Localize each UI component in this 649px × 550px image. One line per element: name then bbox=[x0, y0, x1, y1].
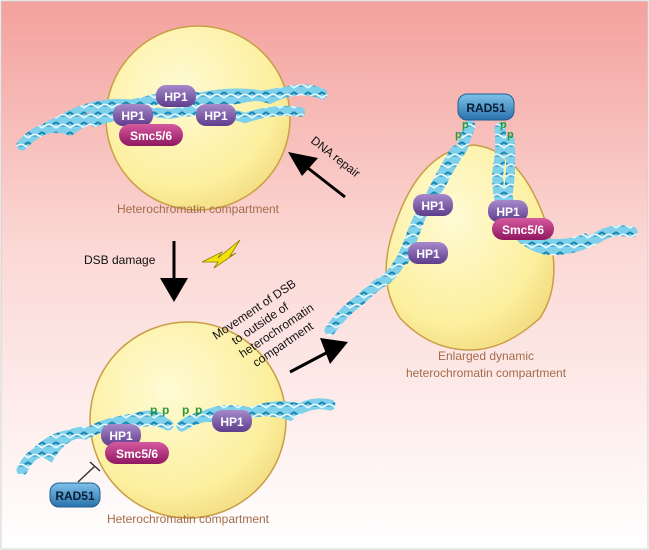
bottom-compartment-label: Heterochromatin compartment bbox=[107, 512, 270, 526]
arrow-shaft bbox=[289, 350, 329, 374]
smc-label: Smc5/6 bbox=[502, 223, 544, 237]
inhibition-bar bbox=[89, 461, 101, 472]
rad51-label: RAD51 bbox=[55, 489, 95, 503]
top-compartment: HP1 HP1 HP1 Smc5/6 Heterochromatin compa… bbox=[16, 25, 328, 216]
bottom-hp1-left: HP1 bbox=[101, 424, 141, 446]
phospho-mark: p bbox=[507, 129, 514, 141]
top-hp1-3: HP1 bbox=[196, 104, 236, 126]
filled-arrow-icon bbox=[288, 152, 318, 176]
phospho-mark: p bbox=[162, 403, 169, 417]
dsb-damage-arrow: DSB damage bbox=[84, 239, 241, 302]
enlarged-hp1-2: HP1 bbox=[408, 242, 448, 264]
bottom-smc56: Smc5/6 bbox=[105, 442, 169, 464]
enlarged-hp1-3: HP1 bbox=[488, 200, 528, 222]
phospho-mark: p bbox=[195, 403, 202, 417]
phospho-mark: p bbox=[462, 119, 469, 131]
top-compartment-label: Heterochromatin compartment bbox=[117, 202, 280, 216]
top-smc56: Smc5/6 bbox=[119, 124, 183, 146]
enlarged-compartment: RAD51 p p p p HP1 HP1 HP1 Smc5/6 Enlarge… bbox=[324, 93, 638, 380]
hp1-label: HP1 bbox=[121, 109, 145, 123]
enlarged-rad51: RAD51 bbox=[457, 93, 515, 121]
enlarged-hp1-1: HP1 bbox=[413, 194, 453, 216]
enlarged-dna-right-1 bbox=[492, 122, 638, 256]
bottom-compartment: p p p p HP1 Smc5/6 HP1 RAD51 Heterochrom… bbox=[16, 321, 336, 526]
enlarged-label-line1: Enlarged dynamic bbox=[438, 349, 534, 363]
enlarged-label-line2: heterochromatin compartment bbox=[406, 366, 567, 380]
bottom-hp1-right: HP1 bbox=[212, 410, 252, 432]
rad51-label: RAD51 bbox=[466, 101, 506, 115]
top-hp1-2: HP1 bbox=[113, 104, 153, 126]
dsb-damage-label: DSB damage bbox=[84, 253, 156, 267]
top-hp1-1: HP1 bbox=[156, 85, 196, 107]
bottom-rad51: RAD51 bbox=[49, 482, 101, 508]
hp1-label: HP1 bbox=[416, 247, 440, 261]
bottom-dna-right-2 bbox=[190, 401, 305, 425]
filled-arrow-icon bbox=[320, 338, 348, 364]
hp1-label: HP1 bbox=[220, 415, 244, 429]
hp1-label: HP1 bbox=[496, 205, 520, 219]
phospho-mark: p bbox=[500, 119, 507, 131]
enlarged-smc56: Smc5/6 bbox=[492, 218, 554, 240]
hp1-label: HP1 bbox=[109, 429, 133, 443]
phospho-mark: p bbox=[150, 403, 157, 417]
top-dna-strand-2 bbox=[35, 105, 305, 137]
arrow-shaft bbox=[303, 163, 346, 199]
smc-label: Smc5/6 bbox=[116, 447, 158, 461]
phospho-mark: p bbox=[455, 129, 462, 141]
hp1-label: HP1 bbox=[204, 109, 228, 123]
lightning-bolt-icon bbox=[201, 239, 241, 269]
bottom-dna-left-2 bbox=[33, 410, 167, 455]
phospho-mark: p bbox=[182, 403, 189, 417]
hp1-label: HP1 bbox=[421, 199, 445, 213]
hp1-label: HP1 bbox=[164, 90, 188, 104]
filled-arrow-icon bbox=[160, 278, 188, 302]
inhibition-line bbox=[77, 465, 96, 483]
smc-label: Smc5/6 bbox=[130, 129, 172, 143]
